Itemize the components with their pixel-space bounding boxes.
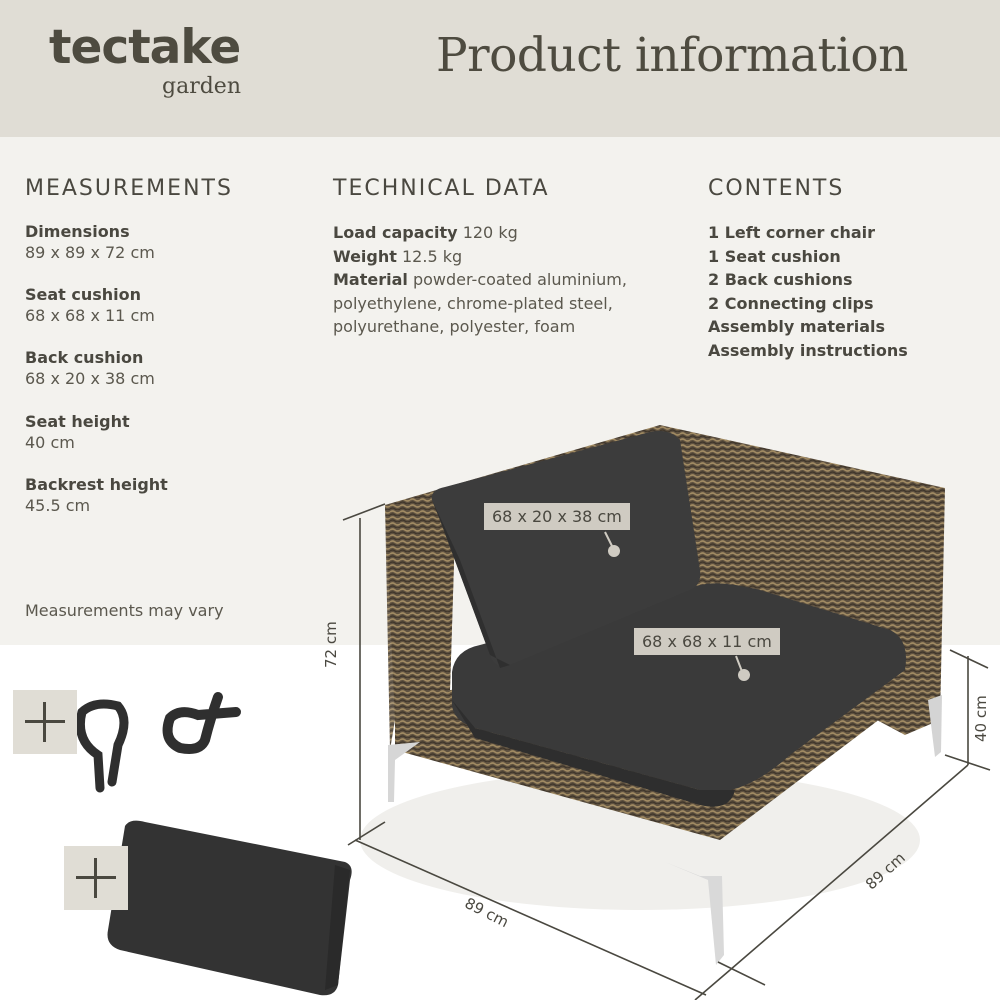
contents-item: Assembly materials bbox=[708, 317, 886, 336]
measurement-label: Back cushion bbox=[25, 348, 144, 367]
weight-label: Weight bbox=[333, 246, 397, 266]
back-cushion-tag: 68 x 20 x 38 cm bbox=[484, 503, 630, 530]
back-cushion-icon bbox=[107, 820, 352, 996]
technical-heading: TECHNICAL DATA bbox=[333, 176, 550, 201]
contents-item: 1 Left corner chair bbox=[708, 223, 876, 242]
contents-item: 1 Seat cushion bbox=[708, 246, 841, 266]
contents-item: 2 Back cushions bbox=[708, 270, 853, 289]
floor-shadow bbox=[360, 770, 920, 910]
header-band bbox=[0, 0, 1000, 137]
brand-logo-sub: garden bbox=[162, 74, 241, 99]
measurement-value: 68 x 68 x 11 cm bbox=[25, 306, 155, 325]
back-cushion-marker bbox=[608, 545, 620, 557]
technical-data: Load capacity 120 kg Weight 12.5 kg Mate… bbox=[333, 221, 633, 339]
measurement-item: Backrest height 45.5 cm bbox=[25, 474, 168, 516]
measurement-item: Seat cushion 68 x 68 x 11 cm bbox=[25, 284, 155, 326]
page-title: Product information bbox=[436, 28, 908, 83]
connecting-clip-icon bbox=[162, 692, 241, 754]
measurement-value: 45.5 cm bbox=[25, 496, 91, 515]
contents-item: Assembly instructions bbox=[708, 340, 908, 360]
chair-icon bbox=[385, 425, 945, 965]
load-value: 120 kg bbox=[462, 223, 518, 242]
load-label: Load capacity bbox=[333, 223, 458, 242]
weight-value: 12.5 kg bbox=[402, 246, 463, 266]
brand-logo: tectake bbox=[49, 20, 241, 75]
seat-cushion-tag: 68 x 68 x 11 cm bbox=[634, 628, 780, 655]
contents-item: 2 Connecting clips bbox=[708, 293, 874, 313]
measurements-heading: MEASUREMENTS bbox=[25, 176, 233, 201]
height-seat-label: 40 cm bbox=[972, 695, 990, 742]
measurement-item: Dimensions 89 x 89 x 72 cm bbox=[25, 221, 155, 263]
contents-heading: CONTENTS bbox=[708, 176, 845, 201]
measurement-label: Backrest height bbox=[25, 475, 168, 494]
measurement-value: 40 cm bbox=[25, 433, 75, 452]
plus-icon bbox=[13, 690, 77, 754]
measurement-item: Seat height 40 cm bbox=[25, 411, 130, 453]
measurement-label: Seat height bbox=[25, 412, 130, 431]
dimension-lines bbox=[342, 503, 991, 1000]
material-label: Material bbox=[333, 270, 408, 289]
height-total-label: 72 cm bbox=[322, 621, 340, 668]
measurement-value: 68 x 20 x 38 cm bbox=[25, 369, 155, 388]
measurement-label: Seat cushion bbox=[25, 285, 142, 304]
measurements-note: Measurements may vary bbox=[25, 601, 224, 620]
plus-icon bbox=[64, 846, 128, 910]
measurement-value: 89 x 89 x 72 cm bbox=[25, 243, 155, 262]
connecting-clip-icon bbox=[75, 699, 129, 793]
measurement-label: Dimensions bbox=[25, 222, 130, 241]
seat-cushion-marker bbox=[738, 669, 750, 681]
material-value: powder-coated aluminium, polyethylene, c… bbox=[333, 270, 627, 336]
contents-list: 1 Left corner chair 1 Seat cushion 2 Bac… bbox=[708, 221, 908, 362]
measurement-item: Back cushion 68 x 20 x 38 cm bbox=[25, 347, 155, 389]
